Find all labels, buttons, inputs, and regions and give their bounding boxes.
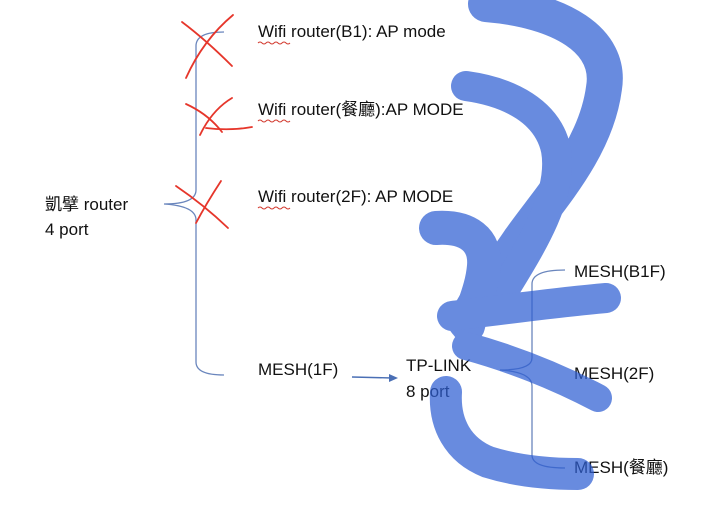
mesh-1f-label: MESH(1F) xyxy=(258,360,339,379)
blue-brush-stroke xyxy=(419,210,502,343)
mesh-b1f-label: MESH(B1F) xyxy=(574,262,666,281)
wifi-router-2f-label: Wifi router(2F): AP MODE xyxy=(258,187,454,206)
blue-brush-stroke xyxy=(451,71,573,315)
right-bracket xyxy=(499,269,566,469)
spellcheck-underline xyxy=(257,41,291,45)
spellcheck-underline xyxy=(257,119,291,123)
blue-brush-stroke xyxy=(429,376,594,490)
arrow-right-icon xyxy=(351,374,398,382)
mesh-dining-label: MESH(餐廳) xyxy=(574,458,669,477)
mesh-2f-label: MESH(2F) xyxy=(574,364,655,383)
main-router-ports-label: 4 port xyxy=(45,220,89,239)
wifi-router-b1-label: Wifi router(B1): AP mode xyxy=(258,22,446,41)
red-x-mark-icon xyxy=(175,180,229,229)
main-router-label: 凱擘 router xyxy=(45,195,129,214)
spellcheck-underline xyxy=(257,206,291,210)
left-bracket xyxy=(163,31,225,376)
switch-label: TP-LINK xyxy=(406,356,472,375)
wifi-router-dining-label: Wifi router(餐廳):AP MODE xyxy=(258,100,464,119)
blue-brush-stroke xyxy=(437,283,621,331)
switch-ports-label: 8 port xyxy=(406,382,450,401)
red-x-mark-icon xyxy=(185,97,253,136)
red-x-mark-icon xyxy=(181,14,234,79)
